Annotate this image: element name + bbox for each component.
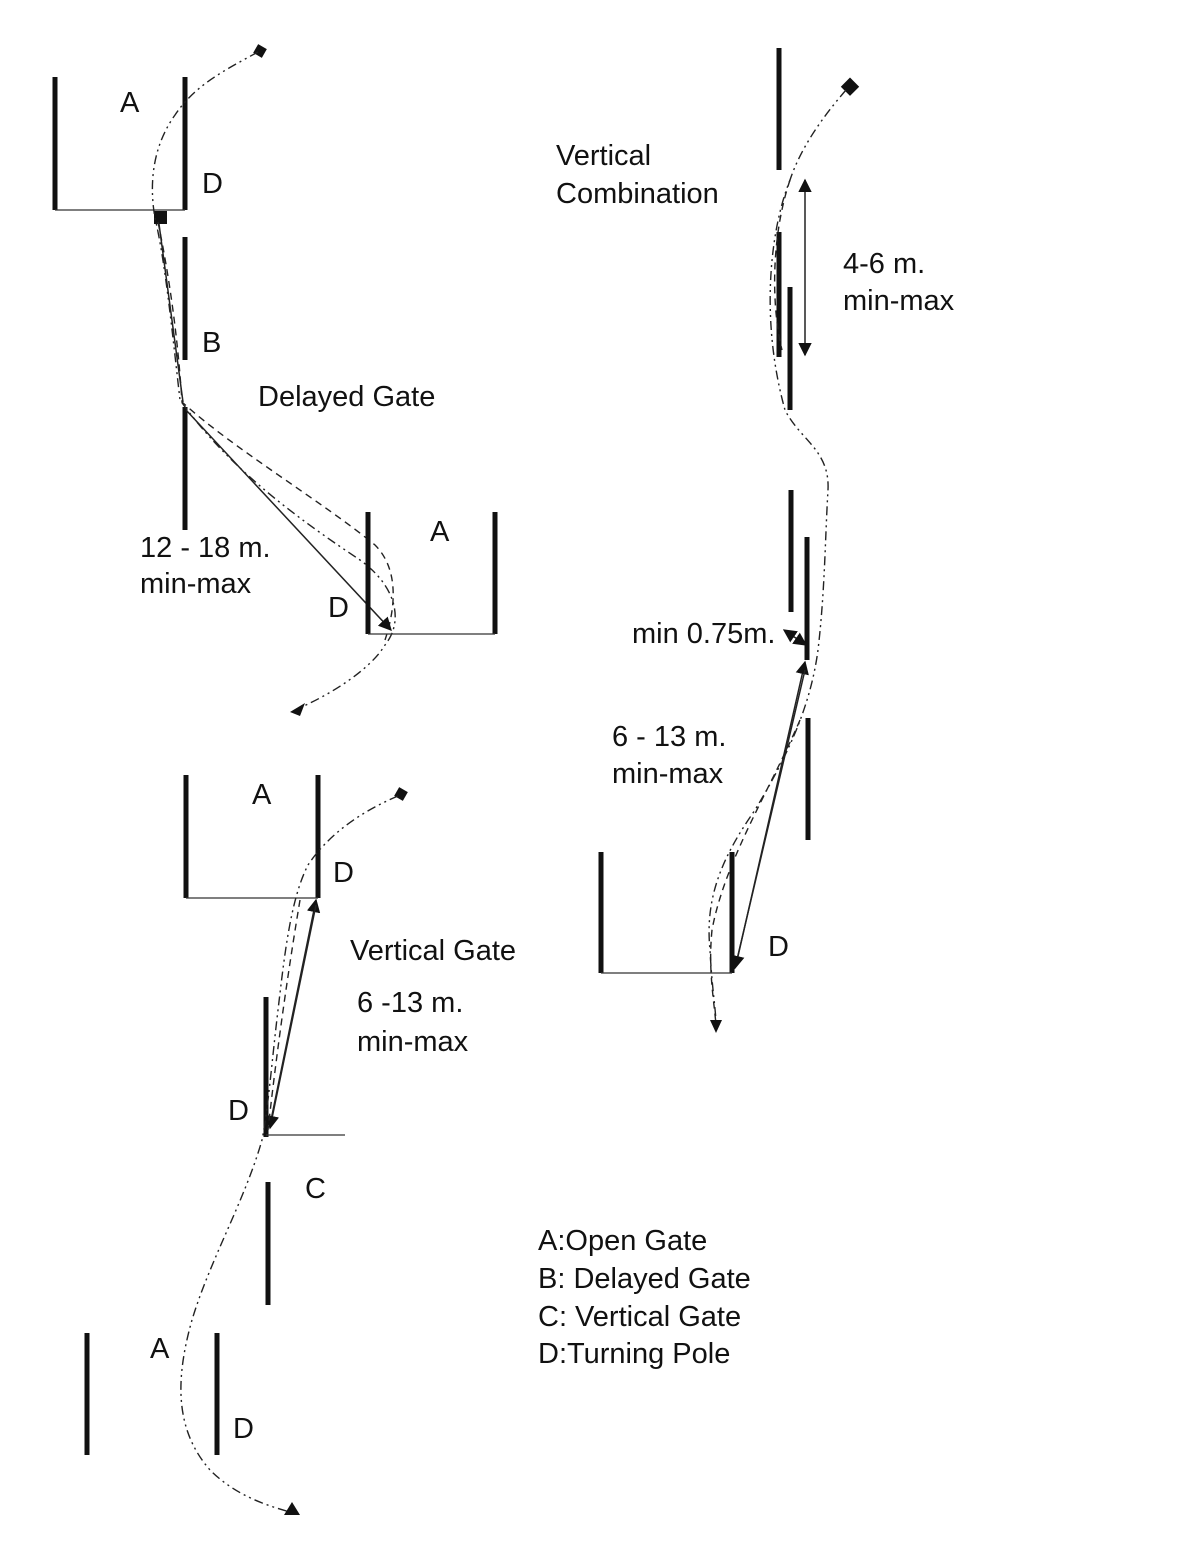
open-gate-a-bottom xyxy=(365,512,498,635)
section-title: Delayed Gate xyxy=(258,381,435,413)
turning-pole-label: D xyxy=(333,857,354,889)
distance-value: 6 -13 m. xyxy=(357,987,463,1019)
legend-item-open-gate: A:Open Gate xyxy=(538,1225,707,1257)
section-title: Vertical Gate xyxy=(350,935,516,967)
legend-item-vertical-gate: C: Vertical Gate xyxy=(538,1301,741,1333)
gate-a-label: A xyxy=(150,1333,170,1365)
start-marker xyxy=(253,44,267,58)
legend: A:Open Gate B: Delayed Gate C: Vertical … xyxy=(538,1225,751,1370)
gate-c-label: C xyxy=(305,1173,326,1205)
turning-pole-label: D xyxy=(328,592,349,624)
skier-path-alt xyxy=(267,899,301,1131)
skier-path xyxy=(180,795,399,1513)
gate-a-label: A xyxy=(430,516,450,548)
delayed-gate-section: A D B Delayed Gate 12 - 18 m. min-max A … xyxy=(52,44,498,716)
distance-note: min-max xyxy=(140,568,252,600)
skier-path-alt xyxy=(709,719,801,1026)
section-title-line2: Combination xyxy=(556,178,719,210)
legend-item-turning-pole: D:Turning Pole xyxy=(538,1338,730,1370)
turning-pole-label: D xyxy=(768,931,789,963)
vertical-combination-section: Vertical Combination 4-6 m. min-max min … xyxy=(556,48,955,1033)
distance-note: min-max xyxy=(357,1026,469,1058)
distance-value: 12 - 18 m. xyxy=(140,532,271,564)
section-title-line1: Vertical xyxy=(556,140,651,172)
vertical-gate-section: A D Vertical Gate 6 -13 m. min-max D C A… xyxy=(84,775,516,1515)
skier-path-alt xyxy=(157,221,394,641)
gap-label: min 0.75m. xyxy=(632,618,775,650)
start-marker xyxy=(394,787,408,801)
distance-value: 6 - 13 m. xyxy=(612,721,726,753)
distance-note: min-max xyxy=(612,758,724,790)
open-gate-a xyxy=(598,852,735,974)
gate-a-label: A xyxy=(120,87,140,119)
offset-note: min-max xyxy=(843,285,955,317)
turning-pole-label: D xyxy=(233,1413,254,1445)
legend-item-delayed-gate: B: Delayed Gate xyxy=(538,1263,751,1295)
turning-pole-label: D xyxy=(202,168,223,200)
skier-path-alt xyxy=(773,179,791,351)
offset-value: 4-6 m. xyxy=(843,248,925,280)
gate-b-label: B xyxy=(202,327,221,359)
turning-pole-label: D xyxy=(228,1095,249,1127)
open-gate-a-top xyxy=(52,77,188,211)
pole-marker xyxy=(154,211,167,224)
open-gate-a-bottom xyxy=(84,1333,220,1455)
skier-path xyxy=(708,89,847,1026)
gate-a-label: A xyxy=(252,779,272,811)
